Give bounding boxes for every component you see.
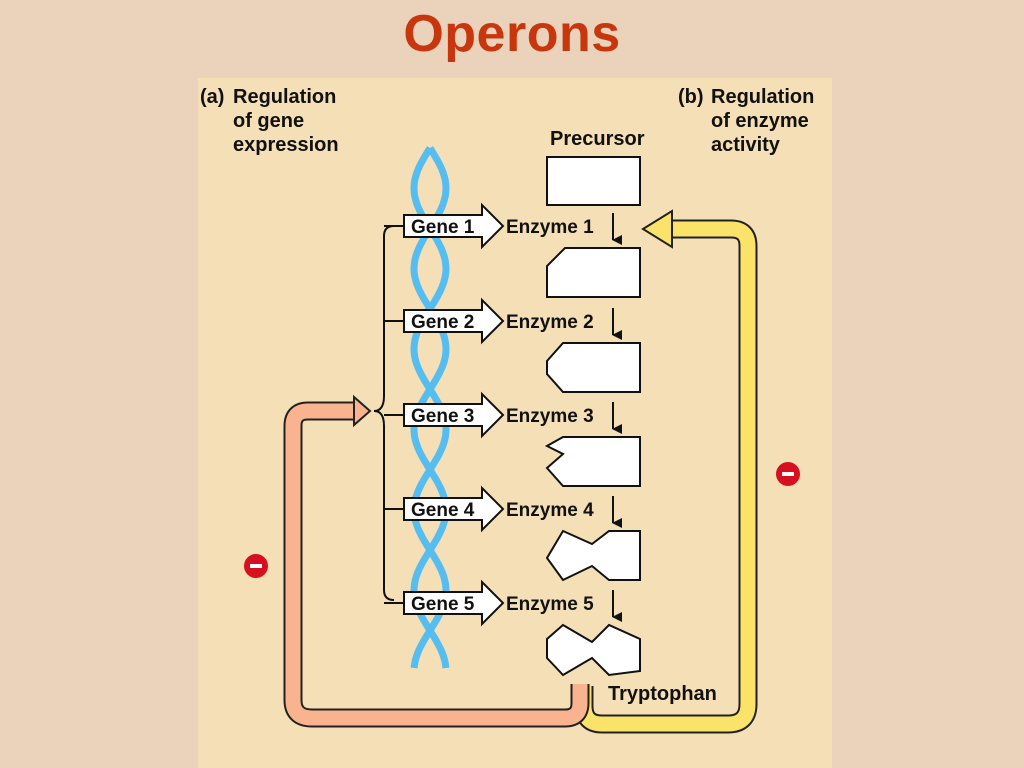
gene-arrow bbox=[403, 202, 505, 250]
gene-arrow bbox=[403, 391, 505, 439]
panel-a-line-3: expression bbox=[233, 134, 339, 156]
precursor-label: Precursor bbox=[550, 128, 645, 150]
enzyme-activity-feedback-arrowhead bbox=[641, 209, 673, 249]
panel-b-line-1: Regulation bbox=[711, 86, 814, 108]
gene-label: Gene 4 bbox=[411, 500, 475, 521]
pathway-step: Gene 2 Enzyme 2 bbox=[384, 297, 641, 393]
gene-arrow bbox=[403, 297, 505, 345]
enzyme-label: Enzyme 1 bbox=[506, 217, 594, 238]
enzyme-activity-inhibition-icon bbox=[776, 462, 800, 486]
intermediate-molecule bbox=[546, 342, 641, 393]
intermediate-molecule bbox=[545, 529, 641, 582]
gene-expression-feedback-arrowhead bbox=[353, 394, 372, 428]
pathway-step: Gene 5 Enzyme 5 bbox=[384, 579, 641, 677]
gene-arrow bbox=[403, 579, 505, 627]
panel-b-line-3: activity bbox=[711, 134, 781, 156]
pathway-step: Gene 3 Enzyme 3 bbox=[384, 391, 641, 487]
gene-cluster-brace bbox=[373, 225, 395, 601]
enzyme-label: Enzyme 3 bbox=[506, 406, 594, 427]
slide-title: Operons bbox=[403, 5, 621, 63]
gene-expression-inhibition-icon bbox=[244, 554, 268, 578]
gene-label: Gene 1 bbox=[411, 217, 475, 238]
pathway-steps: Gene 1 Enzyme 1 Gene 2 Enzyme 2 Gene 3 Enzyme… bbox=[384, 202, 641, 677]
panel-b-label: (b) Regulation of enzyme activity bbox=[678, 86, 814, 156]
tryptophan-label: Tryptophan bbox=[608, 683, 717, 705]
gene-arrow bbox=[403, 485, 505, 533]
intermediate-molecule bbox=[544, 436, 641, 487]
gene-label: Gene 2 bbox=[411, 312, 474, 333]
enzyme-label: Enzyme 4 bbox=[506, 500, 594, 521]
panel-a-line-2: of gene bbox=[233, 110, 304, 132]
precursor-molecule bbox=[546, 156, 641, 206]
pathway-step: Gene 1 Enzyme 1 bbox=[384, 202, 641, 298]
panel-a-label: (a) Regulation of gene expression bbox=[200, 86, 339, 156]
gene-label: Gene 5 bbox=[411, 594, 475, 615]
panel-a-marker: (a) bbox=[200, 86, 224, 108]
operon-diagram: (a) Regulation of gene expression (b) Re… bbox=[200, 86, 814, 734]
gene-label: Gene 3 bbox=[411, 406, 474, 427]
panel-b-line-2: of enzyme bbox=[711, 110, 809, 132]
intermediate-molecule bbox=[546, 247, 641, 298]
pathway-step: Gene 4 Enzyme 4 bbox=[384, 485, 641, 582]
tryptophan-molecule bbox=[546, 623, 641, 677]
enzyme-label: Enzyme 2 bbox=[506, 312, 594, 333]
enzyme-label: Enzyme 5 bbox=[506, 594, 594, 615]
diagram-panel: (a) Regulation of gene expression (b) Re… bbox=[198, 78, 832, 768]
panel-b-marker: (b) bbox=[678, 86, 704, 108]
panel-a-line-1: Regulation bbox=[233, 86, 336, 108]
